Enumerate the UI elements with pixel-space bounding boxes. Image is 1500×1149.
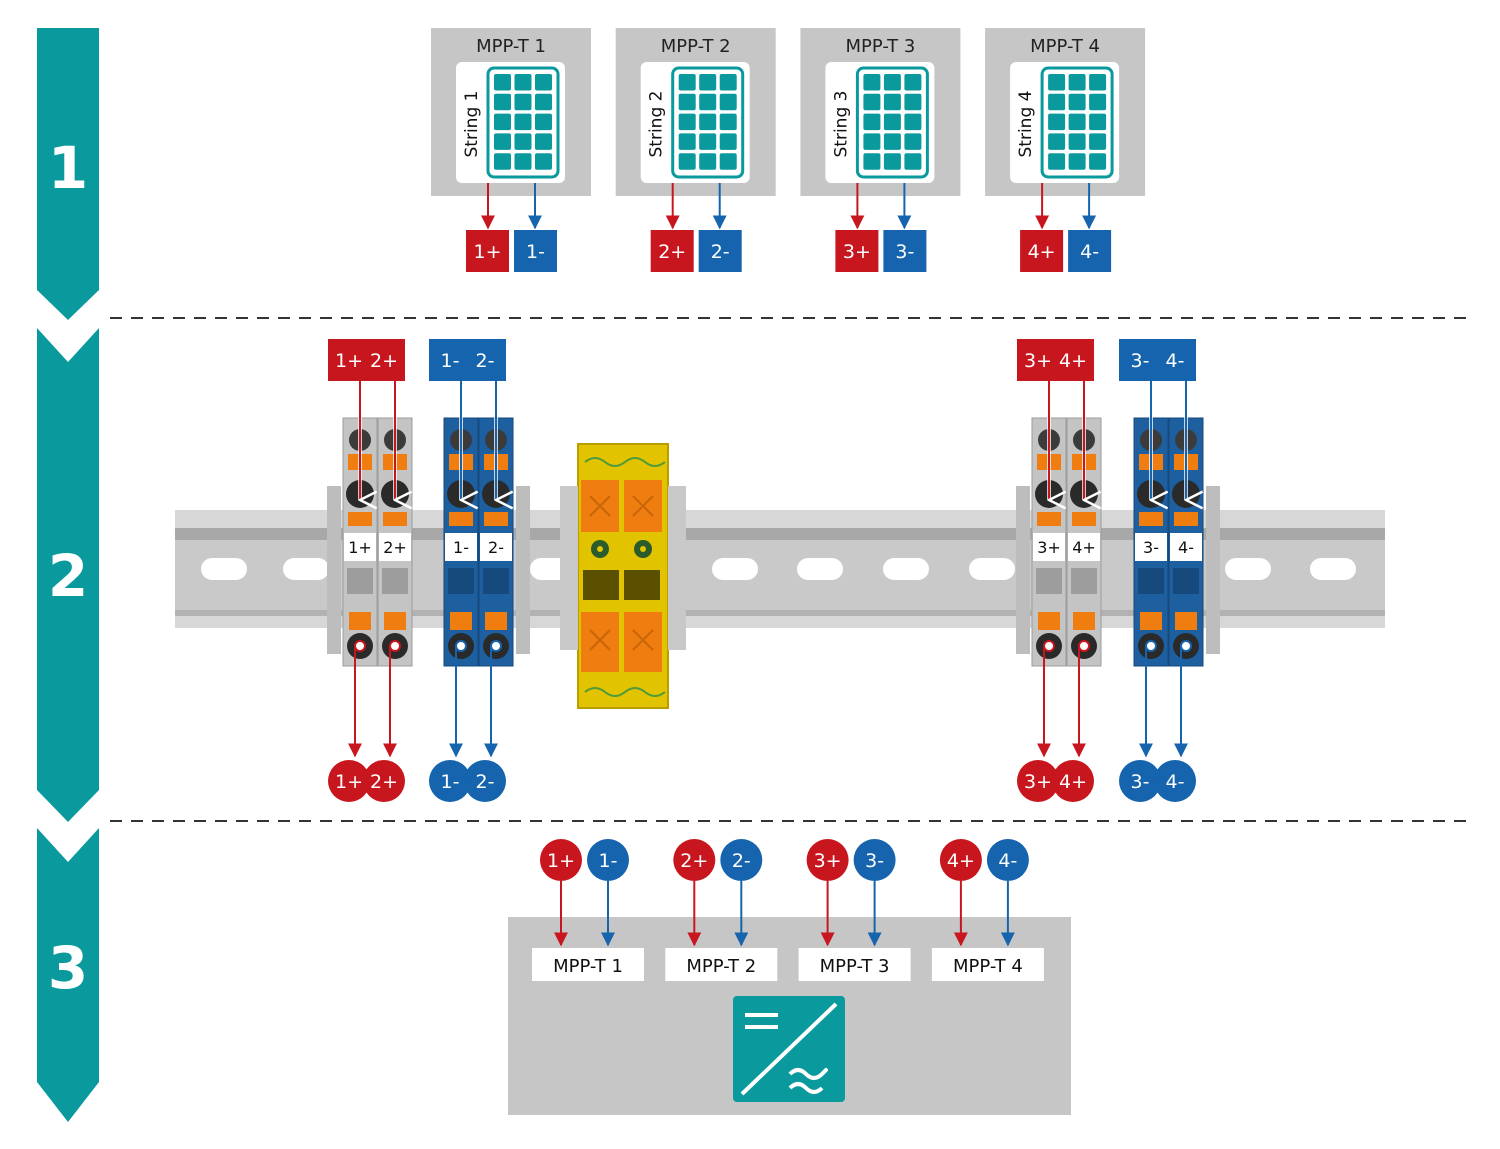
terminal-block: 4- 4- 4- — [1154, 339, 1204, 802]
panel-title: MPP-T 1 — [476, 36, 546, 57]
panel-title: MPP-T 2 — [661, 36, 731, 57]
minus-label: 1- — [599, 850, 618, 872]
mppt-input-label: MPP-T 2 — [686, 956, 756, 977]
terminal-block: 2+ 2+ 2+ — [363, 339, 413, 802]
terminal-group-right-group: 3+ 3+ 3+ 4+ 4+ 4+ 3- 3- 3- 4- 4- 4- — [1016, 339, 1220, 802]
terminal-block: 1+ 1+ 1+ — [328, 339, 378, 802]
minus-label: 3- — [865, 850, 884, 872]
input-label: 4- — [1166, 350, 1185, 372]
step-3-number: 3 — [48, 934, 88, 1002]
mppt-input-label: MPP-T 3 — [820, 956, 890, 977]
solar-module-icon — [486, 66, 560, 179]
plus-label: 2+ — [658, 241, 686, 263]
panel-title: MPP-T 3 — [845, 36, 915, 57]
step-1-chevron — [37, 28, 99, 320]
step-2-chevron — [37, 328, 99, 822]
mppt-input-label: MPP-T 1 — [553, 956, 623, 977]
minus-label: 2- — [711, 241, 730, 263]
input-label: 4+ — [1059, 350, 1087, 372]
output-label: 4- — [1166, 771, 1185, 793]
ground-terminal-icon — [560, 443, 686, 709]
terminal-marker: 2+ — [383, 538, 407, 557]
input-label: 2+ — [370, 350, 398, 372]
step-3-chevron — [37, 828, 99, 1122]
inverter-input-1: 1+ 1- MPP-T 1 — [532, 839, 644, 981]
inverter-input-2: 2+ 2- MPP-T 2 — [665, 839, 778, 981]
string-label: String 4 — [1016, 91, 1036, 158]
string-panel-4: MPP-T 4 String 4 4+ 4- — [985, 28, 1146, 272]
solar-module-icon — [855, 66, 929, 179]
minus-label: 4- — [1080, 241, 1099, 263]
input-label: 2- — [476, 350, 495, 372]
output-label: 2- — [476, 771, 495, 793]
plus-label: 2+ — [680, 850, 708, 872]
output-label: 1- — [441, 771, 460, 793]
string-label: String 3 — [831, 91, 851, 158]
terminal-marker: 4- — [1178, 538, 1194, 557]
dc-ac-inverter-icon — [733, 996, 845, 1102]
string-panel-2: MPP-T 2 String 2 2+ 2- — [615, 28, 776, 272]
step-2-number: 2 — [48, 542, 88, 610]
step-1-number: 1 — [48, 134, 88, 202]
output-label: 4+ — [1059, 771, 1087, 793]
input-label: 1+ — [335, 350, 363, 372]
solar-module-icon — [671, 66, 745, 179]
terminal-block: 4+ 4+ 4+ — [1052, 339, 1102, 802]
plus-label: 1+ — [473, 241, 501, 263]
step-bar: 1 2 3 — [37, 28, 99, 1122]
plus-label: 3+ — [814, 850, 842, 872]
solar-module-icon — [1040, 66, 1114, 179]
terminal-block: 1- 1- 1- — [429, 339, 479, 802]
terminal-marker: 3- — [1143, 538, 1159, 557]
string-panel-3: MPP-T 3 String 3 3+ 3- — [800, 28, 961, 272]
plus-label: 4+ — [947, 850, 975, 872]
minus-label: 2- — [732, 850, 751, 872]
string-label: String 2 — [647, 91, 667, 158]
minus-label: 3- — [895, 241, 914, 263]
terminal-marker: 1+ — [348, 538, 372, 557]
input-label: 1- — [441, 350, 460, 372]
terminal-group-left-group: 1+ 1+ 1+ 2+ 2+ 2+ 1- 1- 1- 2- 2- 2- — [327, 339, 530, 802]
plus-label: 4+ — [1028, 241, 1056, 263]
minus-label: 4- — [998, 850, 1017, 872]
terminal-block: 3- 3- 3- — [1119, 339, 1169, 802]
output-label: 3- — [1131, 771, 1150, 793]
plus-label: 1+ — [547, 850, 575, 872]
inverter-input-3: 3+ 3- MPP-T 3 — [798, 839, 911, 981]
output-label: 1+ — [335, 771, 363, 793]
input-label: 3+ — [1024, 350, 1052, 372]
terminal-block: 2- 2- 2- — [464, 339, 514, 802]
string-label: String 1 — [462, 91, 482, 158]
terminal-marker: 1- — [453, 538, 469, 557]
section-2-terminal-blocks: 1+1+1+2+2+2+1-1-1-2-2-2-3+3+3+4+4+4+3-3-… — [175, 339, 1385, 802]
inverter-input-4: 4+ 4- MPP-T 4 — [931, 839, 1044, 981]
terminal-marker: 3+ — [1037, 538, 1061, 557]
minus-label: 1- — [526, 241, 545, 263]
input-label: 3- — [1131, 350, 1150, 372]
panel-title: MPP-T 4 — [1030, 36, 1100, 57]
mppt-input-label: MPP-T 4 — [953, 956, 1023, 977]
output-label: 2+ — [370, 771, 398, 793]
output-label: 3+ — [1024, 771, 1052, 793]
section-3-inverter: 1+ 1- MPP-T 1 2+ 2- MPP-T 2 3+ 3- MPP-T 3 4+ 4- MPP… — [508, 839, 1071, 1115]
plus-label: 3+ — [843, 241, 871, 263]
string-panel-1: MPP-T 1 String 1 1+ 1- — [431, 28, 591, 272]
terminal-marker: 2- — [488, 538, 504, 557]
terminal-marker: 4+ — [1072, 538, 1096, 557]
